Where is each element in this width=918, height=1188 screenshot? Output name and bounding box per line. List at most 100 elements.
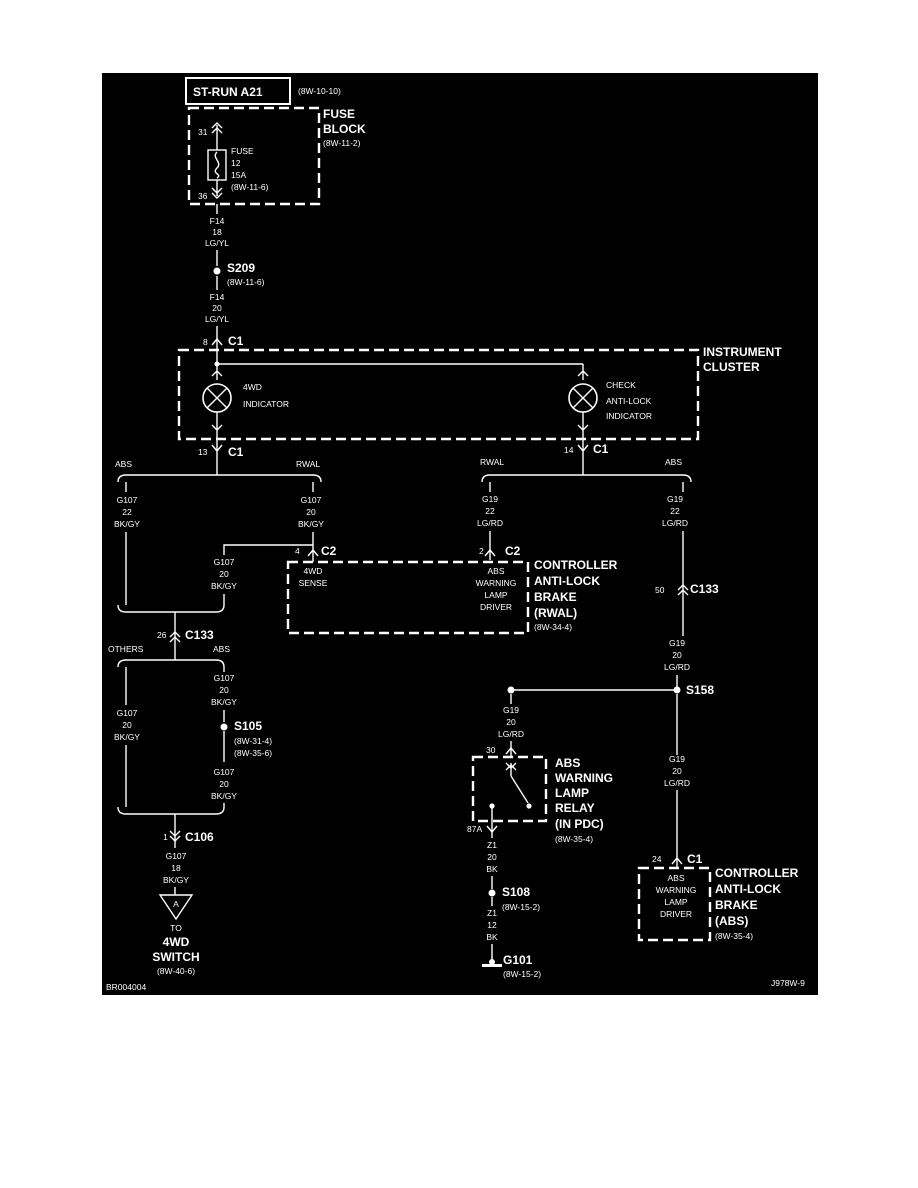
- wire-g107-rwal-color: BK/GY: [298, 519, 324, 529]
- relay-connector-symbol: [505, 746, 517, 755]
- wire-f14-lower-circuit: F14: [210, 292, 225, 302]
- wire-g19-abs-ctrl-circuit: G19: [669, 754, 685, 764]
- wire-g19-c133-circuit: G19: [669, 638, 685, 648]
- wire-g19-abs-gauge: 22: [670, 506, 680, 516]
- wire-g107-others-gauge: 20: [122, 720, 132, 730]
- splice-s158-name: S158: [686, 683, 714, 697]
- rwal-name-1: CONTROLLER: [534, 558, 618, 572]
- fuse-block: FUSE BLOCK (8W-11-2) 31 36 FUSE 12 15A (…: [187, 106, 366, 206]
- lamp2-label-1: CHECK: [606, 380, 636, 390]
- splice-s105-dot: [220, 723, 228, 731]
- splice-s209-dot: [213, 267, 221, 275]
- source-ref: (8W-10-10): [298, 86, 341, 96]
- abs-pin-label-4: DRIVER: [660, 909, 692, 919]
- wire-g107-abs2-circuit: G107: [214, 673, 235, 683]
- branch-right-abs: ABS: [665, 457, 682, 467]
- relay-pin-in: 30: [486, 745, 496, 755]
- wire-g107-abs-gauge: 22: [122, 507, 132, 517]
- wire-z1-upper-color: BK: [486, 864, 498, 874]
- offpage-a-triangle: A: [158, 894, 194, 921]
- offpage-dest-1: 4WD: [163, 935, 190, 949]
- connector-c106-symbol: [169, 830, 181, 842]
- c1-out-left-pin: 13: [198, 447, 208, 457]
- branch-left-bracket: [117, 474, 322, 483]
- wire-g107-rwal-circuit: G107: [301, 495, 322, 505]
- wire-f14-lower-gauge: 20: [212, 303, 222, 313]
- fuse-block-name-1: FUSE: [323, 107, 355, 121]
- fuse-rating: 15A: [231, 170, 246, 180]
- branch-left-abs: ABS: [115, 459, 132, 469]
- wire-f14-upper-color: LG/YL: [205, 238, 229, 248]
- c1-abs-pin: 24: [652, 854, 662, 864]
- c133-left-pin: 26: [157, 630, 167, 640]
- fuse-number: 12: [231, 158, 241, 168]
- c1-abs-name: C1: [687, 852, 703, 866]
- wire-g19-rwal-gauge: 22: [485, 506, 495, 516]
- relay-name-4: RELAY: [555, 801, 595, 815]
- branch-lower-bracket: [117, 659, 225, 668]
- abs-name-2: ANTI-LOCK: [715, 882, 781, 896]
- splice-s209-ref: (8W-11-6): [227, 277, 265, 287]
- fuse-pin-in: 31: [198, 127, 208, 137]
- cluster-name-1: INSTRUMENT: [703, 345, 782, 359]
- wire-g107-abs-circuit: G107: [117, 495, 138, 505]
- wire-g19-c133-color: LG/RD: [664, 662, 690, 672]
- c133-left-name: C133: [185, 628, 214, 642]
- wire-g107-abs2-color: BK/GY: [211, 697, 237, 707]
- wire-g19-rwal-color: LG/RD: [477, 518, 503, 528]
- c1-in-name: C1: [228, 334, 244, 348]
- wire-f14-upper-circuit: F14: [210, 216, 225, 226]
- rwal-pin2-label-2: WARNING: [476, 578, 517, 588]
- wire-g107-c106-gauge: 18: [171, 863, 181, 873]
- connector-c1-abs-symbol: [671, 856, 683, 865]
- controller-rwal: 4WD SENSE ABS WARNING LAMP DRIVER CONTRO…: [286, 558, 618, 635]
- wire-f14-lower-color: LG/YL: [205, 314, 229, 324]
- fuse-pin-out: 36: [198, 191, 208, 201]
- fuse-block-ref: (8W-11-2): [323, 138, 361, 148]
- relay-switch-contact: [510, 775, 529, 804]
- rwal-name-4: (RWAL): [534, 606, 577, 620]
- connector-c133-left-symbol: [169, 631, 181, 643]
- lamp2-label-3: INDICATOR: [606, 411, 652, 421]
- source-box: ST-RUN A21 (8W-10-10): [185, 77, 341, 105]
- offpage-letter: A: [173, 899, 179, 909]
- relay-name-3: LAMP: [555, 786, 589, 800]
- splice-s105-ref2: (8W-35-6): [234, 748, 272, 758]
- splice-s209-name: S209: [227, 261, 255, 275]
- relay-name-1: ABS: [555, 756, 580, 770]
- ground-g101-name: G101: [503, 953, 533, 967]
- rwal-name-2: ANTI-LOCK: [534, 574, 600, 588]
- c106-pin: 1: [163, 832, 168, 842]
- wire-z1-lower-gauge: 12: [487, 920, 497, 930]
- lamp1-label-1: 4WD: [243, 382, 262, 392]
- controller-abs: ABS WARNING LAMP DRIVER CONTROLLER ANTI-…: [637, 866, 799, 942]
- branch-left-rwal: RWAL: [296, 459, 320, 469]
- wire-g19-rwal-circuit: G19: [482, 494, 498, 504]
- c2-abs-name: C2: [505, 544, 521, 558]
- instrument-cluster: INSTRUMENT CLUSTER 4WD INDICATOR CHECK A…: [177, 345, 782, 441]
- rwal-pin1-label-1: 4WD: [304, 566, 323, 576]
- footer-right-code: J978W-9: [771, 978, 805, 988]
- abs-name-1: CONTROLLER: [715, 866, 799, 880]
- wire-g19-relay-gauge: 20: [506, 717, 516, 727]
- ground-icon: [482, 959, 502, 967]
- wire-g19-relay-circuit: G19: [503, 705, 519, 715]
- abs-pin-label-2: WARNING: [656, 885, 697, 895]
- c1-out-right-name: C1: [593, 442, 609, 456]
- cluster-name-2: CLUSTER: [703, 360, 760, 374]
- abs-name-3: BRAKE: [715, 898, 758, 912]
- wire-g107-s105-color: BK/GY: [211, 791, 237, 801]
- wire-f14-upper-gauge: 18: [212, 227, 222, 237]
- wire-g19-abs-color: LG/RD: [662, 518, 688, 528]
- rwal-pin2-label-4: DRIVER: [480, 602, 512, 612]
- fuse-label: FUSE: [231, 146, 254, 156]
- relay-ref: (8W-35-4): [555, 834, 593, 844]
- branch-lower-others: OTHERS: [108, 644, 144, 654]
- c106-name: C106: [185, 830, 214, 844]
- wire-g107-others-color: BK/GY: [114, 732, 140, 742]
- offpage-dest-2: SWITCH: [152, 950, 199, 964]
- wire-g107-sense-circuit: G107: [214, 557, 235, 567]
- rwal-pin1-label-2: SENSE: [299, 578, 328, 588]
- abs-name-4: (ABS): [715, 914, 748, 928]
